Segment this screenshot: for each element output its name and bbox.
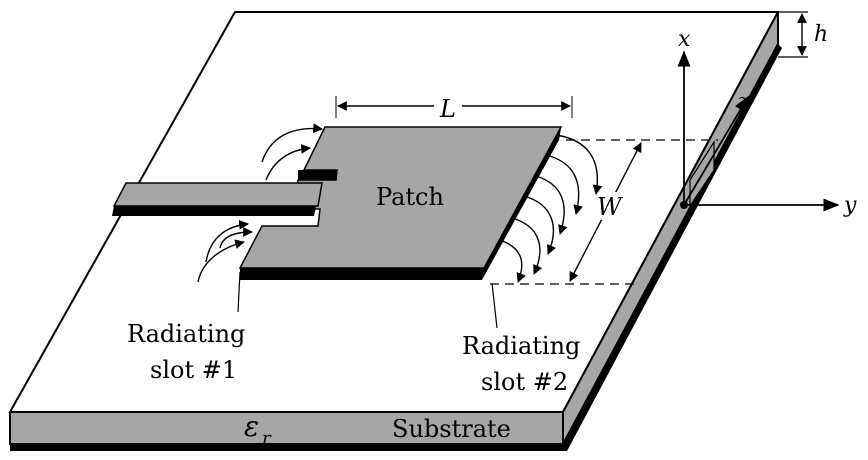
width-label: W bbox=[597, 193, 624, 221]
slot2-leader-line bbox=[491, 282, 498, 329]
permittivity-symbol: ε bbox=[244, 410, 259, 443]
z-axis bbox=[683, 95, 749, 206]
patch-notch-edge bbox=[298, 170, 336, 180]
y-axis-label: y bbox=[843, 193, 857, 218]
length-label: L bbox=[439, 95, 456, 123]
height-dimension bbox=[778, 11, 808, 58]
patch-right-edge bbox=[482, 128, 561, 280]
width-dimension bbox=[490, 139, 718, 285]
patch-front-edge bbox=[240, 268, 484, 280]
slot2-fringing-fields bbox=[499, 134, 603, 283]
z-axis-label: z bbox=[737, 90, 748, 111]
substrate-label: Substrate bbox=[392, 415, 511, 443]
microstrip-feed-line bbox=[112, 182, 323, 216]
slot2-label-line2: slot #2 bbox=[481, 368, 568, 396]
origin-point bbox=[680, 201, 688, 209]
patch-top-face bbox=[238, 126, 563, 269]
x-axis-label: x bbox=[678, 27, 691, 52]
slot1-fringing-fields bbox=[197, 123, 323, 283]
feed-line-edge bbox=[112, 206, 316, 216]
patch-label: Patch bbox=[376, 183, 444, 211]
coordinate-axes bbox=[677, 50, 840, 212]
patch-metal bbox=[238, 126, 563, 280]
slot1-label-line1: Radiating bbox=[127, 320, 245, 348]
slot2-label-line1: Radiating bbox=[462, 332, 580, 360]
slot1-leader-line bbox=[237, 271, 241, 313]
permittivity-subscript: r bbox=[262, 428, 272, 449]
slot1-label-line2: slot #1 bbox=[150, 356, 237, 384]
feed-line-top bbox=[112, 182, 323, 207]
length-dimension bbox=[335, 94, 573, 118]
height-label: h bbox=[814, 22, 828, 47]
